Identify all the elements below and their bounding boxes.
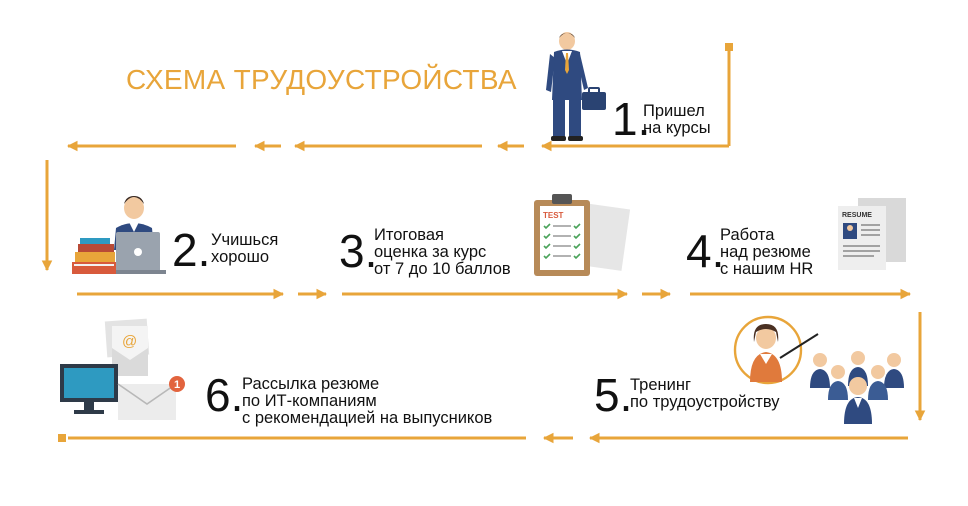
test-label: TEST — [543, 211, 564, 220]
at-sign: @ — [122, 333, 137, 350]
end-marker — [58, 434, 66, 442]
step-6-number: 6. — [205, 369, 244, 421]
student-at-laptop-icon — [72, 196, 166, 274]
notification-count: 1 — [174, 379, 180, 391]
step-1-number: 1. — [612, 93, 651, 145]
step-5-text: Тренинг по трудоустройству — [630, 376, 780, 411]
trainer-with-group-icon — [733, 315, 904, 424]
audience — [810, 351, 904, 424]
step-4-text: Работа над резюме с нашим HR — [720, 226, 814, 278]
step-1-text: Пришел на курсы — [643, 102, 711, 137]
start-marker — [725, 43, 733, 51]
resume-label: RESUME — [842, 212, 872, 219]
step-5-number: 5. — [594, 369, 633, 421]
step-4-number: 4. — [686, 225, 725, 277]
test-clipboard-icon: TEST — [534, 194, 630, 276]
step-6-text: Рассылка резюме по ИТ-компаниям с рекоме… — [242, 375, 493, 427]
man-with-briefcase-icon — [546, 32, 606, 141]
page-title: СХЕМА ТРУДОУСТРОЙСТВА — [126, 64, 517, 95]
monitor-with-email-icon: @ 1 — [60, 318, 185, 420]
step-2-text: Учишься хорошо — [211, 231, 279, 266]
resume-document-icon: RESUME — [838, 198, 906, 270]
step-3-text: Итоговая оценка за курс от 7 до 10 балло… — [374, 226, 511, 278]
step-2-number: 2. — [172, 224, 211, 276]
step-3-number: 3. — [339, 225, 378, 277]
